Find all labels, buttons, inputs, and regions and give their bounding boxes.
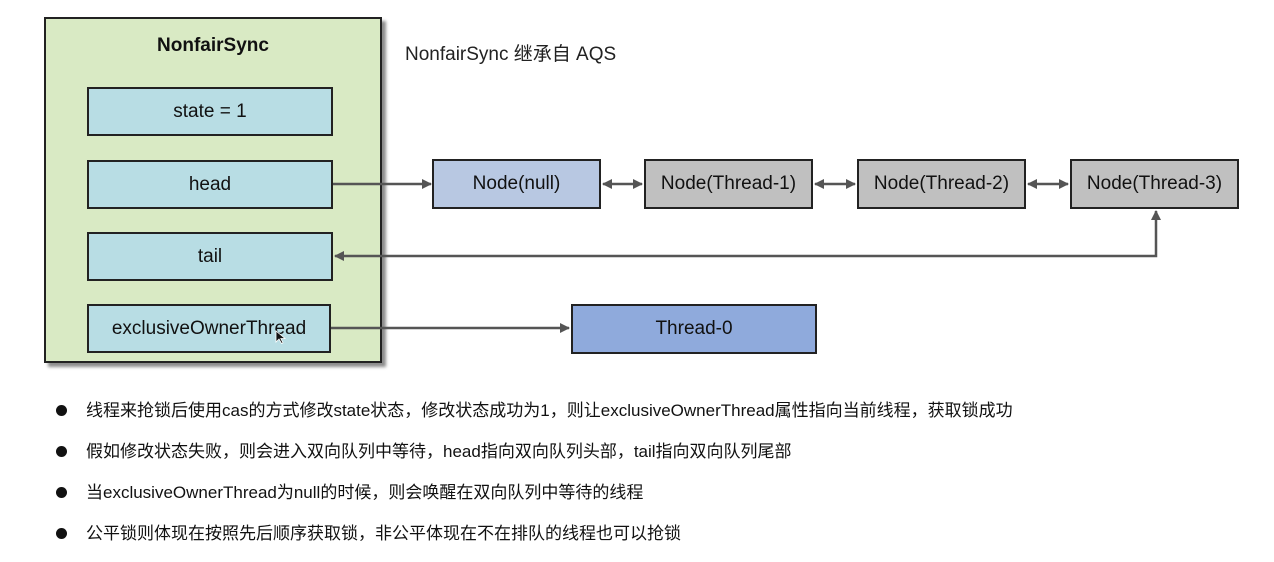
bullet-icon bbox=[56, 487, 67, 498]
bullet-icon bbox=[56, 446, 67, 457]
tail-field: tail bbox=[87, 232, 333, 281]
node-thread-1: Node(Thread-1) bbox=[644, 159, 813, 209]
head-field: head bbox=[87, 160, 333, 209]
list-item: 线程来抢锁后使用cas的方式修改state状态，修改状态成功为1，则让exclu… bbox=[56, 398, 1013, 439]
node-thread-3: Node(Thread-3) bbox=[1070, 159, 1239, 209]
node-null: Node(null) bbox=[432, 159, 601, 209]
bullet-icon bbox=[56, 405, 67, 416]
nonfairsync-title: NonfairSync bbox=[157, 35, 269, 56]
bullet-icon bbox=[56, 528, 67, 539]
list-item: 公平锁则体现在按照先后顺序获取锁，非公平体现在不在排队的线程也可以抢锁 bbox=[56, 521, 1013, 562]
list-item: 当exclusiveOwnerThread为null的时候，则会唤醒在双向队列中… bbox=[56, 480, 1013, 521]
exclusive-owner-thread-field: exclusiveOwnerThread bbox=[87, 304, 331, 353]
explanation-list: 线程来抢锁后使用cas的方式修改state状态，修改状态成功为1，则让exclu… bbox=[56, 398, 1013, 562]
mouse-cursor-icon bbox=[275, 330, 287, 344]
thread-0-box: Thread-0 bbox=[571, 304, 817, 354]
tail-to-node-thread-3-arrow bbox=[334, 210, 1161, 261]
node-thread-2: Node(Thread-2) bbox=[857, 159, 1026, 209]
list-item: 假如修改状态失败，则会进入双向队列中等待，head指向双向队列头部，tail指向… bbox=[56, 439, 1013, 480]
state-field: state = 1 bbox=[87, 87, 333, 136]
diagram-subtitle: NonfairSync 继承自 AQS bbox=[405, 44, 617, 65]
